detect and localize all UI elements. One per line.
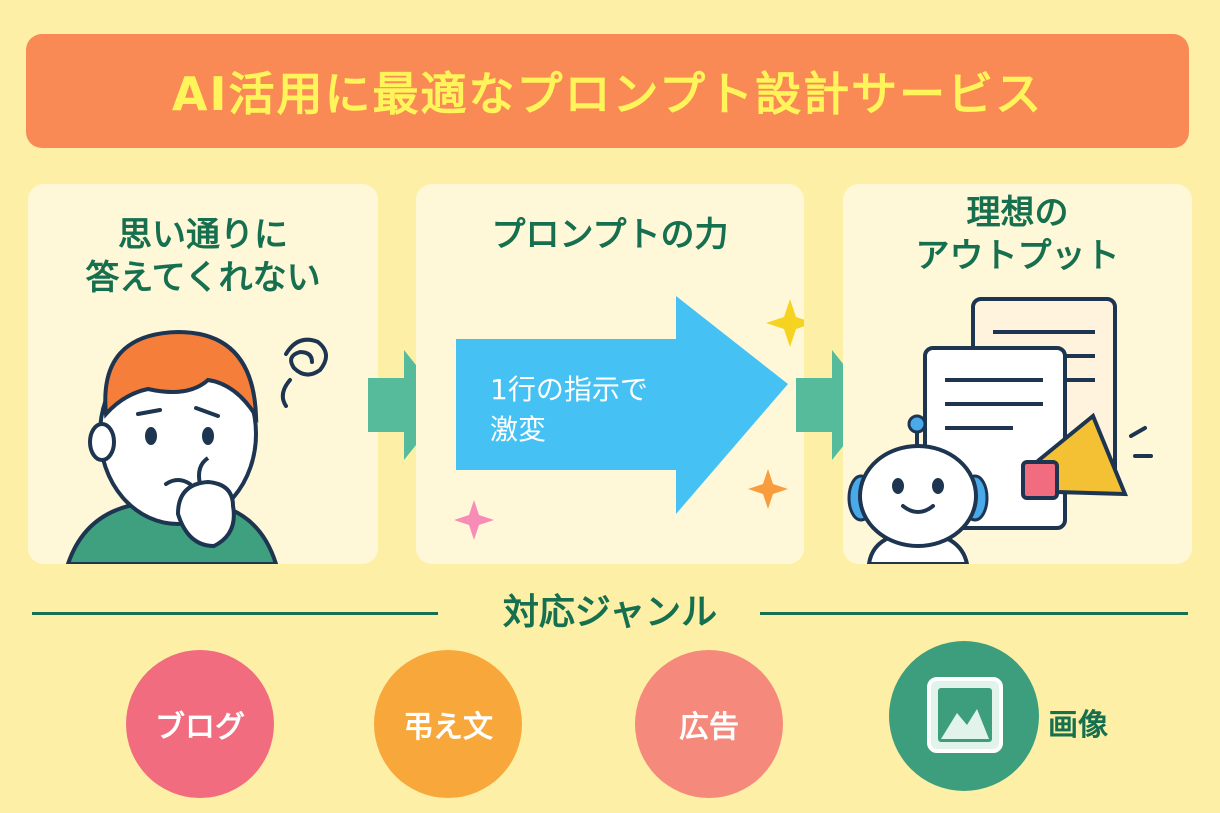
divider-left [32,612,438,615]
arrow-caption-line2: 激変 [490,413,547,446]
ideal-output-panel: 理想の アウトプット [843,184,1192,564]
arrow-caption-line1: 1行の指示で [490,373,648,406]
ideal-output-title-line2: アウトプット [915,236,1120,276]
problem-panel: 思い通りに 答えてくれない [28,184,378,564]
sparkle-icon [766,299,804,347]
ideal-output-title-line1: 理想の [966,193,1069,233]
divider-right [760,612,1188,615]
page-title: AI活用に最適なプロンプト設計サービス [171,67,1044,121]
sparkle-icon [454,500,494,540]
genre-image-label: 画像 [1048,708,1108,743]
confused-person-icon [65,329,328,564]
genre-ad-label: 広告 [679,710,739,745]
problem-title-line2: 答えてくれない [85,258,321,298]
sparkle-icon [748,469,788,509]
next-arrow-icon [368,350,448,460]
problem-title-line1: 思い通りに [118,215,288,255]
swirl-icon [280,337,328,408]
robot-icon [847,414,989,564]
genre-letter: 弔え文 [374,650,522,798]
next-arrow-icon [796,350,876,460]
genres-title: 対応ジャンル [502,592,718,633]
genre-image [889,641,1039,791]
ideal-output-title: 理想の アウトプット [843,192,1192,278]
image-icon [927,677,1003,753]
arrow-caption: 1行の指示で 激変 [476,370,740,450]
megaphone-icon [1021,412,1153,500]
prompt-power-panel: プロンプトの力 1行の指示で 激変 [416,184,804,564]
genre-letter-label: 弔え文 [403,710,493,745]
prompt-power-title: プロンプトの力 [491,215,729,255]
big-arrow-icon [456,296,788,514]
title-banner: AI活用に最適なプロンプト設計サービス [26,34,1189,148]
genre-blog: ブログ [126,650,274,798]
problem-title: 思い通りに 答えてくれない [28,214,378,300]
genre-blog-label: ブログ [155,710,245,745]
genre-ad: 広告 [635,650,783,798]
